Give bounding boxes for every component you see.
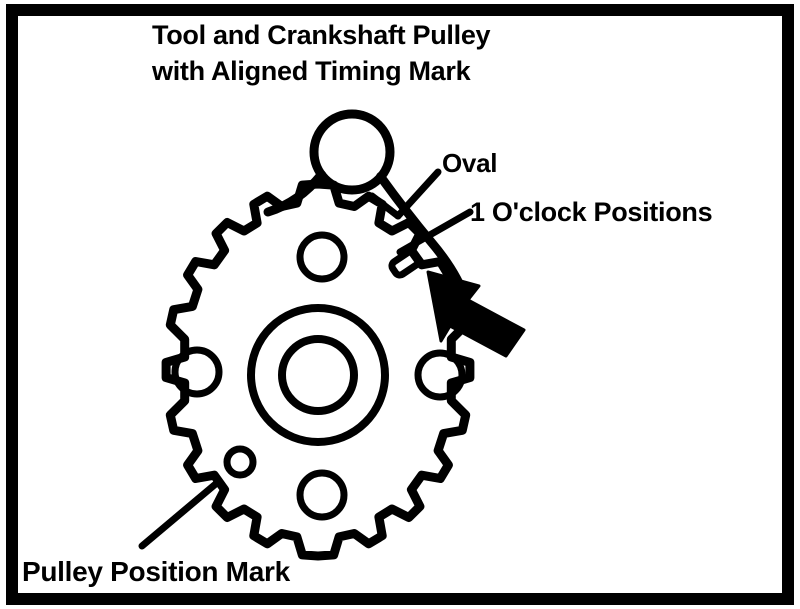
pointer-arrow — [426, 270, 526, 358]
bolt-hole-left — [171, 346, 223, 398]
label-oclock-positions: 1 O'clock Positions — [470, 197, 713, 227]
leader-line-oclock — [396, 208, 474, 256]
pulley-position-mark-hole — [223, 445, 257, 479]
tool-handle-circle — [309, 109, 395, 195]
tool-left-leg — [263, 170, 326, 217]
bolt-hole-bottom — [296, 469, 348, 521]
leader-lines — [138, 168, 474, 550]
leader-line-oval-tail — [368, 192, 402, 220]
hub-center-bore — [278, 335, 358, 415]
label-pulley-position-mark: Pulley Position Mark — [22, 556, 290, 587]
figure-border — [6, 4, 794, 605]
figure-title-line-2: with Aligned Timing Mark — [152, 56, 471, 86]
bolt-hole-top — [296, 231, 348, 283]
leader-line-pulley-mark — [138, 478, 222, 550]
leader-line-oval — [394, 168, 442, 220]
oval-timing-mark — [388, 248, 422, 279]
figure-title-line-1: Tool and Crankshaft Pulley — [152, 20, 491, 50]
hub-outer-ring — [247, 304, 389, 446]
label-oval: Oval — [442, 148, 498, 178]
bolt-hole-right — [414, 349, 466, 401]
